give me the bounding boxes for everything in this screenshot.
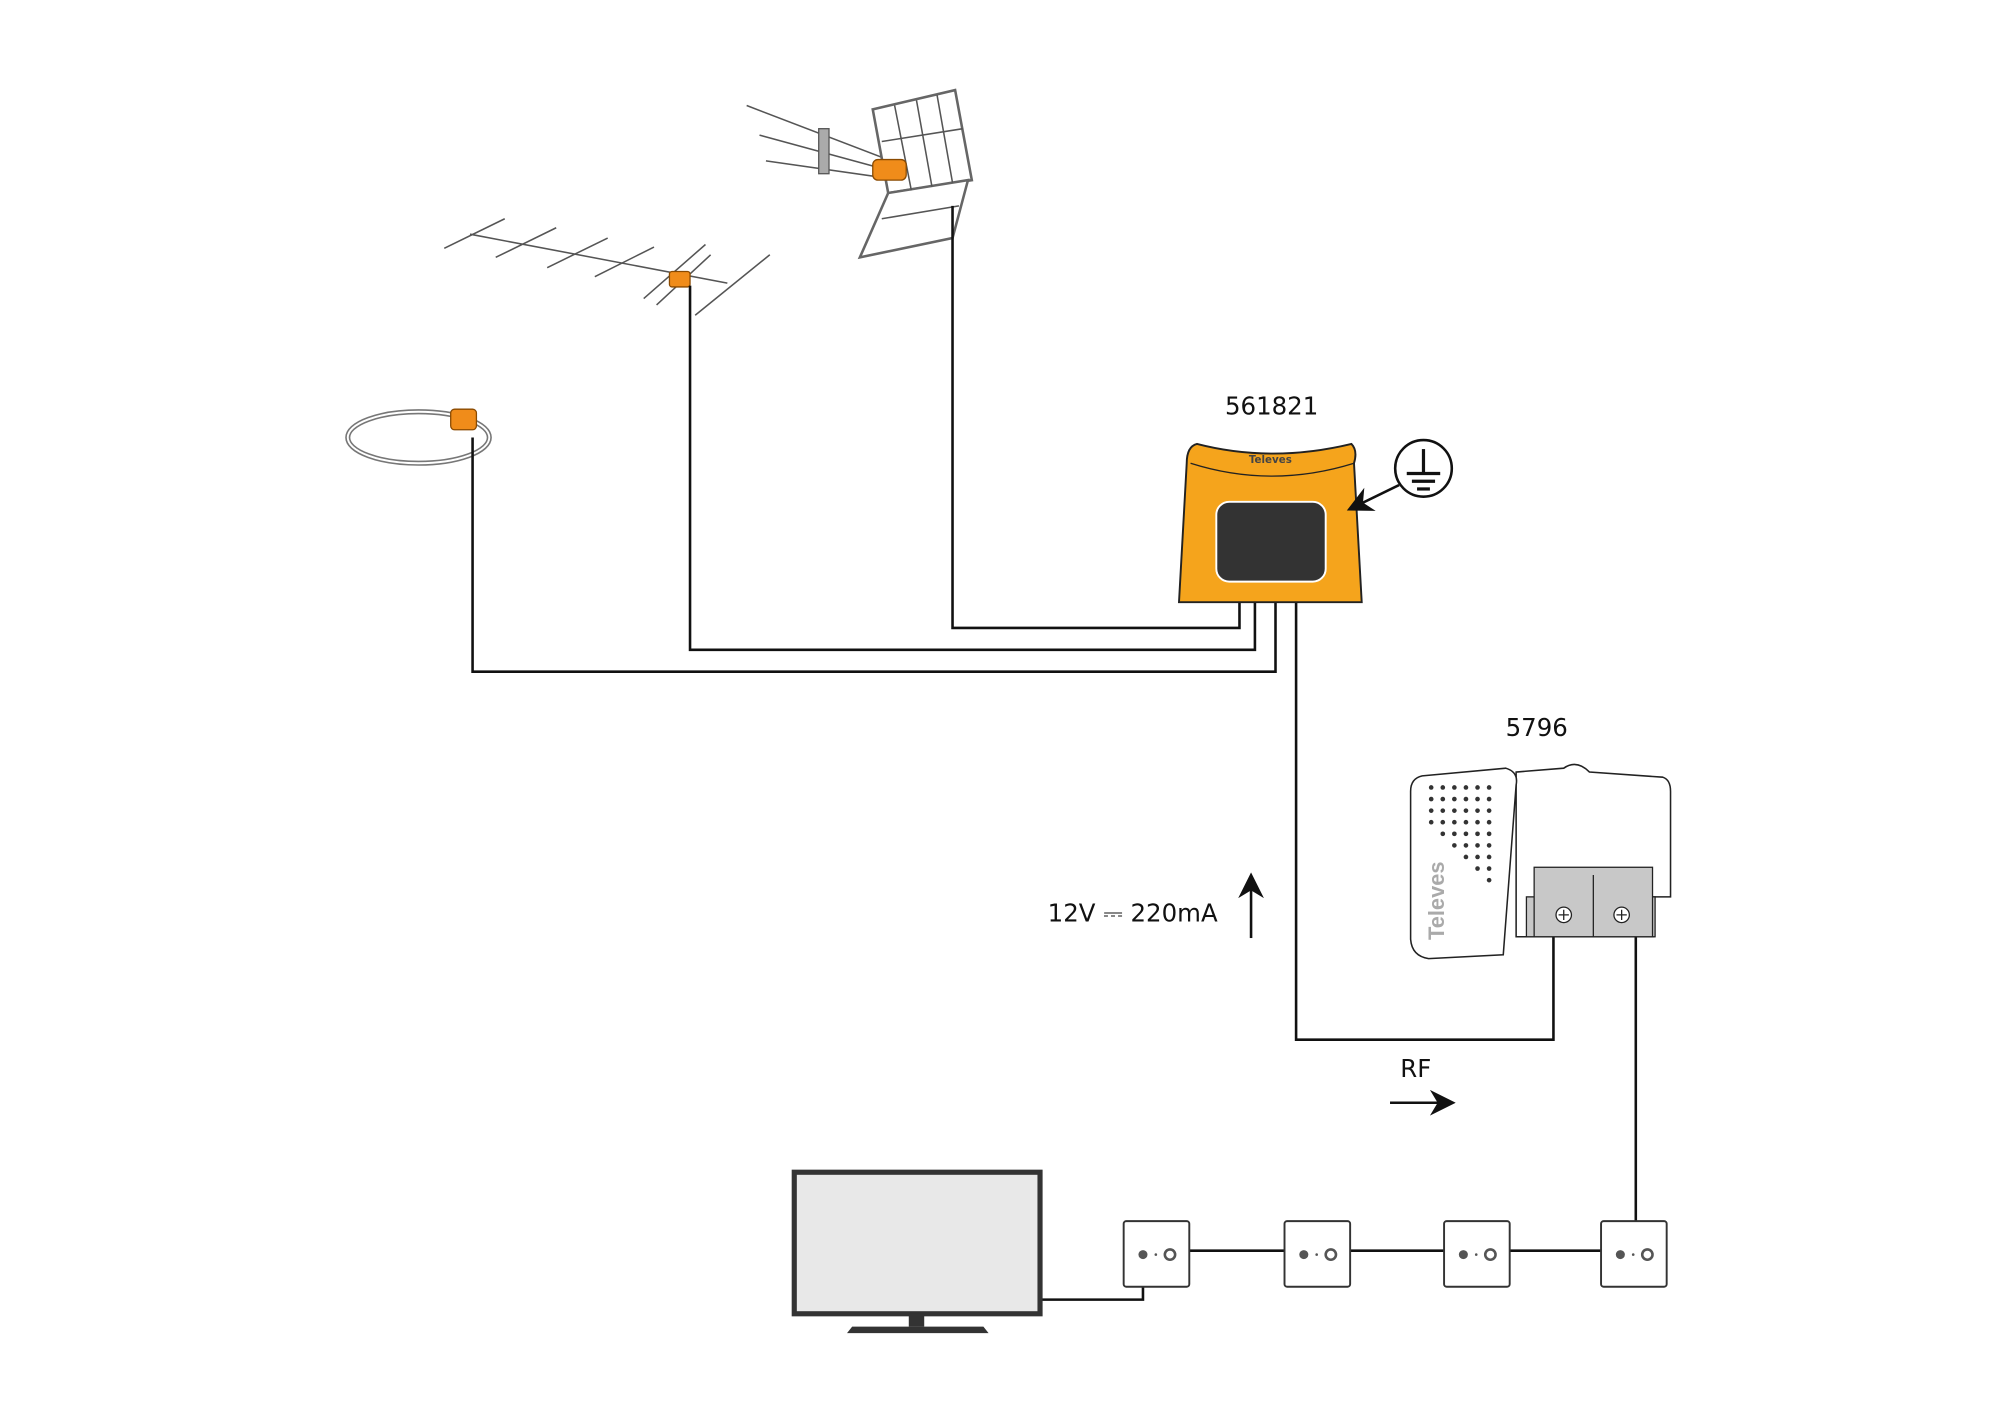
vent-dot xyxy=(1463,843,1469,848)
vent-dot xyxy=(1428,808,1434,813)
vent-dot xyxy=(1452,808,1457,813)
terminal-screw-icon xyxy=(1613,906,1631,924)
terminal-screw-icon xyxy=(1555,906,1573,924)
vent-dot xyxy=(1440,796,1446,802)
vent-dot xyxy=(1440,785,1446,790)
vent-dot xyxy=(1463,796,1469,802)
vent-dot xyxy=(1486,808,1492,813)
amp-brand-logo: Televes xyxy=(1249,454,1292,466)
wall-outlet xyxy=(1600,1220,1668,1288)
vent-dot xyxy=(1486,819,1492,825)
antenna-connector xyxy=(872,158,907,181)
yagi-antenna xyxy=(443,218,771,316)
psu-model-label: 5796 xyxy=(1506,713,1568,742)
vent-dot xyxy=(1475,819,1480,825)
vent-dot xyxy=(1463,819,1469,825)
vent-dot xyxy=(1475,796,1480,802)
vent-dot xyxy=(1486,785,1492,790)
rf-label: RF xyxy=(1400,1054,1431,1083)
power-supply: Televes xyxy=(1409,763,1672,960)
vent-dot xyxy=(1486,866,1492,871)
vent-dot xyxy=(1486,843,1492,848)
vent-dot xyxy=(1428,796,1434,802)
amplifier-model-label: 561821 xyxy=(1225,391,1318,420)
vent-dot xyxy=(1486,854,1492,860)
vent-dot xyxy=(1463,808,1469,813)
cables xyxy=(471,205,1638,1301)
vent-dot xyxy=(1463,854,1469,860)
antenna-connector xyxy=(668,270,691,288)
vent-dot xyxy=(1475,808,1480,813)
vent-dot xyxy=(1475,831,1480,837)
uhf-grid-antenna xyxy=(746,88,974,260)
psu-brand-logo: Televes xyxy=(1424,861,1449,940)
television xyxy=(791,1169,1043,1334)
wall-outlet xyxy=(1283,1220,1352,1288)
power-spec-label: 12V ⎓ 220mA xyxy=(1048,898,1218,927)
ground-symbol-icon xyxy=(1346,438,1454,511)
vent-dot xyxy=(1452,831,1457,837)
antenna-connector xyxy=(450,408,478,431)
vent-dot xyxy=(1475,866,1480,871)
vent-dot xyxy=(1452,843,1457,848)
vent-dot xyxy=(1486,796,1492,802)
vent-dot xyxy=(1452,796,1457,802)
vent-dot xyxy=(1463,785,1469,790)
wall-outlet xyxy=(1122,1220,1191,1288)
vent-dot xyxy=(1475,785,1480,790)
vent-dot xyxy=(1463,831,1469,837)
vent-dot xyxy=(1428,785,1434,790)
vent-dot xyxy=(1475,854,1480,860)
vent-dot xyxy=(1486,877,1492,883)
vent-dot xyxy=(1428,819,1434,825)
vent-dot xyxy=(1475,843,1480,848)
wall-outlet xyxy=(1443,1220,1511,1288)
mast-amplifier: Televes xyxy=(1177,442,1363,604)
vent-dot xyxy=(1452,819,1457,825)
vent-dot xyxy=(1440,831,1446,837)
vent-dot xyxy=(1452,785,1457,790)
vent-dot xyxy=(1486,831,1492,837)
vent-dot xyxy=(1440,808,1446,813)
vent-dot xyxy=(1440,819,1446,825)
loop-antenna xyxy=(345,408,492,466)
